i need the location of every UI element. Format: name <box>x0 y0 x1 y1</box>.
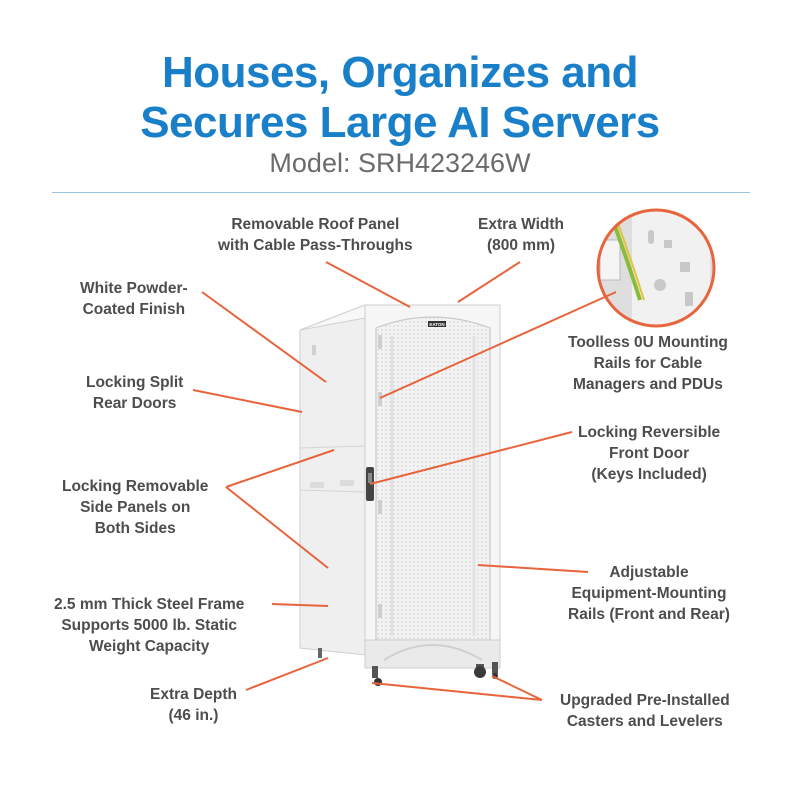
brand-logo: EATON <box>429 322 444 327</box>
rail-detail-inset <box>596 208 716 328</box>
server-cabinet: EATON <box>299 304 501 686</box>
page-title-line-2: Secures Large AI Servers <box>140 98 660 147</box>
callout-finish: White Powder- Coated Finish <box>80 280 188 318</box>
callout-mounting-rails: Toolless 0U Mounting Rails for Cable Man… <box>568 334 728 393</box>
callout-rear-doors: Locking Split Rear Doors <box>86 374 184 412</box>
callout-front-door: Locking Reversible Front Door (Keys Incl… <box>578 424 721 483</box>
callout-casters: Upgraded Pre-Installed Casters and Level… <box>560 692 730 730</box>
model-number: Model: SRH423246W <box>269 148 531 178</box>
callout-steel-frame: 2.5 mm Thick Steel Frame Supports 5000 l… <box>54 596 245 655</box>
callout-roof-panel: Removable Roof Panel with Cable Pass-Thr… <box>218 216 413 254</box>
callout-lines <box>192 261 617 701</box>
page-title-line-1: Houses, Organizes and <box>161 48 639 97</box>
callout-side-panels: Locking Removable Side Panels on Both Si… <box>62 478 209 537</box>
header-divider <box>52 192 750 193</box>
callout-extra-depth: Extra Depth (46 in.) <box>150 686 237 724</box>
callout-equipment-rails: Adjustable Equipment-Mounting Rails (Fro… <box>568 564 730 623</box>
callout-extra-width: Extra Width (800 mm) <box>478 216 564 254</box>
